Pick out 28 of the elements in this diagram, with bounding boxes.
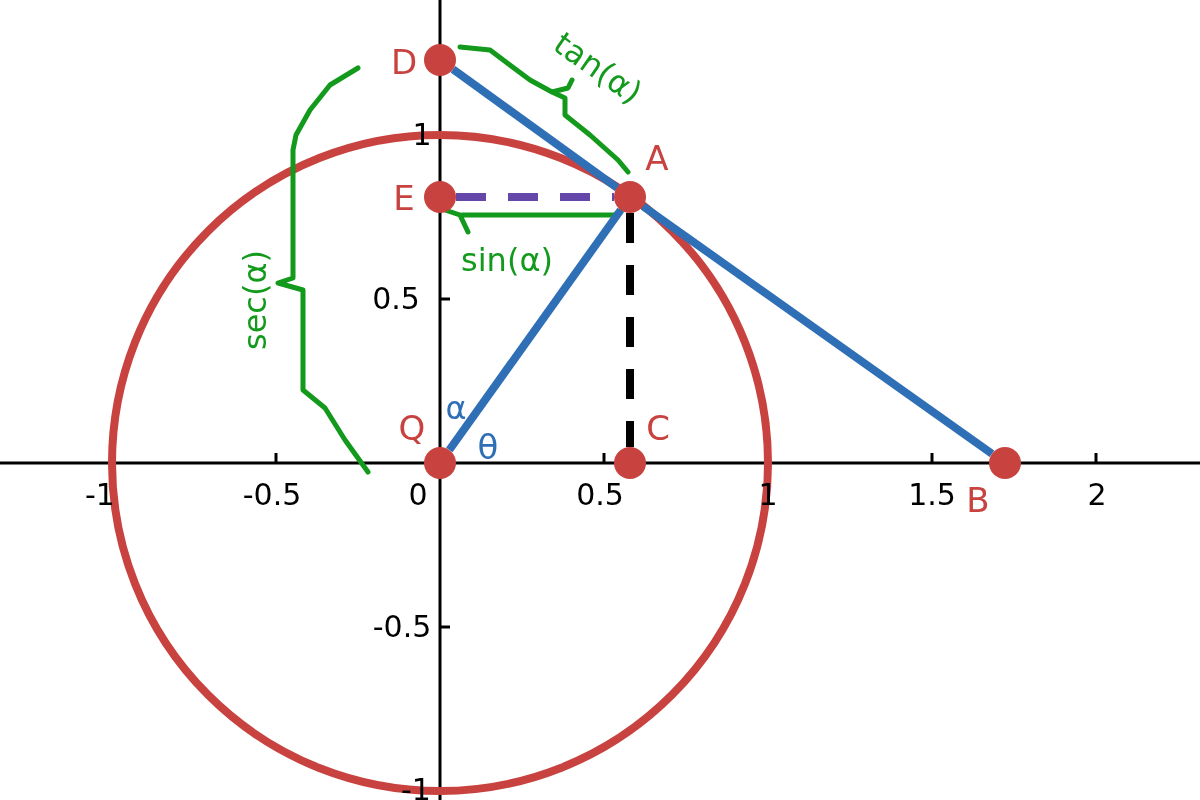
line-segment [450,66,620,191]
line-segment [640,203,995,457]
point-marker [424,44,456,76]
point-label: D [390,45,418,79]
point-marker [614,181,646,213]
line-segment [446,207,624,453]
tick-label: 0.5 [372,284,420,314]
tick-label: 1.5 [908,480,956,510]
length-label: sin(α) [461,244,553,276]
angle-label: α [445,392,467,424]
tick-label: -0.5 [242,480,302,510]
point-label: C [646,411,670,445]
tick-label: 0 [408,480,428,510]
point-label: E [393,181,415,215]
point-label: B [966,483,990,517]
point-label: A [645,141,669,175]
dashed-line [456,193,614,201]
point-marker [424,447,456,479]
tick-label: 2 [1087,480,1107,510]
point-marker [989,447,1021,479]
dashed-line [626,213,634,447]
point-marker [424,181,456,213]
tick-label: 0.5 [576,480,624,510]
point-label: Q [398,411,426,445]
point-marker [614,447,646,479]
tick-label: -0.5 [372,612,432,642]
length-label: sec(α) [239,250,271,350]
angle-label: θ [477,430,499,464]
